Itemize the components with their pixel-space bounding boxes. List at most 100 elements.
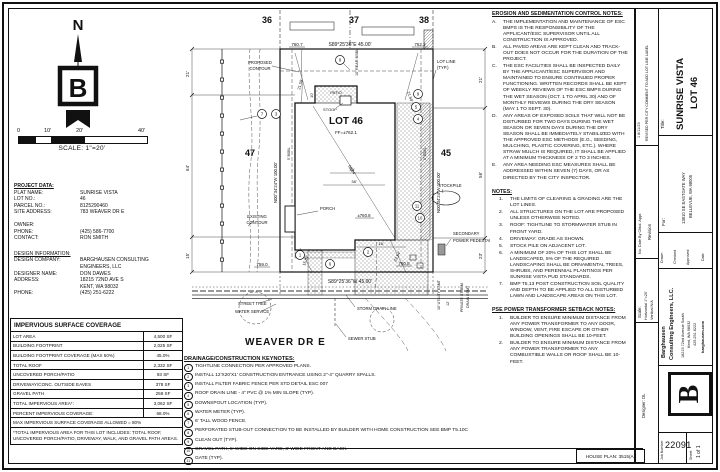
note-item: 6.A MINIMUM OF 20% OF THIS LOT SHALL BE … [499, 251, 628, 281]
dim-21-right: 21' [478, 77, 483, 83]
private-storm-esmt-label: PRIVATE STORM [460, 283, 464, 312]
stoop [339, 95, 352, 106]
titleblock-border [634, 8, 636, 464]
proposed-contour-label: PROPOSED [248, 60, 272, 65]
note-number: 3. [499, 223, 504, 229]
field-value: RON SMITH [80, 235, 109, 242]
keynote-bubble: 8 [184, 428, 193, 438]
front-walk [307, 249, 323, 296]
north-arrow-icon [74, 34, 82, 62]
row-label: GRAVEL PATH [11, 389, 144, 399]
keynotes-title: DRAINAGE/CONSTRUCTION KEYNOTES: [184, 356, 295, 362]
note-text: ANY AREA NEEDING ESC MEASURES SHALL BE A… [503, 163, 616, 181]
keynote-bubble: 5 [184, 400, 193, 410]
street-name: WEAVER DR E [245, 337, 326, 348]
sheet-inner-border [8, 8, 713, 464]
house-footprint [294, 85, 396, 251]
firm-address-2: Kent, WA 98032 [687, 320, 691, 348]
dim-15: 15' [185, 253, 190, 259]
bottom-divider-line [184, 448, 643, 449]
titleblock-divider [634, 145, 658, 146]
keynote-ref-3: 3 [275, 112, 278, 117]
patio-label: PATIO [330, 90, 341, 95]
note-item: C. THE ESC FACILITIES SHALL BE INSPECTED … [492, 64, 628, 113]
lot36-label: 36 [262, 15, 272, 25]
sheet-number: 1 of 1 [696, 445, 702, 458]
note-item: 5.STOCK PILE ON ADJACENT LOT. [499, 244, 628, 250]
dim-23: 23' [478, 253, 483, 259]
project-data-title: PROJECT DATA: [14, 183, 54, 189]
revision-no-date: 1 8/11/23 [637, 122, 641, 138]
field-label: SITE ADDRESS: [14, 209, 52, 216]
drawn-field: Drawn [660, 252, 664, 263]
firm-phone: 425.251.6222 [693, 322, 697, 346]
water-service-label: WATER SERVICE [235, 309, 269, 314]
note-number: 1. [499, 315, 504, 321]
titleblock-divider [658, 268, 713, 269]
row-label: LOT AREA [11, 332, 144, 341]
note-number: 7. [499, 282, 504, 288]
keynote-ref-8: 8 [339, 58, 342, 63]
keynote-text: CLEAN OUT (TYP). [195, 437, 238, 443]
sheet-subtitle: LOT 46 [689, 76, 700, 109]
dim-2159b: 21.59' [406, 91, 414, 103]
note-text: ALL STRUCTURES ON THE LOT ARE PROPOSED U… [510, 210, 625, 222]
revision-entry: REVISED PER CITY COMMENT TO ADD LOT LINE… [645, 44, 649, 141]
note-item: 7.BMP T5.13 POST CONSTRUCTION SOIL QUALI… [499, 282, 628, 300]
house-plan-label: HOUSE PLAN: 3515(A) [585, 453, 636, 459]
keynote-text: TIGHTLINE CONNECTION PER APPROVED PLANS. [195, 363, 311, 369]
notes-column: EROSION AND SEDIMENTATION CONTROL NOTES:… [492, 11, 628, 367]
impervious-footnote: *TOTAL IMPERVIOUS AREA FOR THIS LOT INCL… [13, 429, 179, 441]
keynote-text: INSTALL 12'X20'X1' CONSTRUCTION ENTRANCE… [195, 372, 376, 378]
note-text: A MINIMUM OF 20% OF THIS LOT SHALL BE LA… [510, 250, 624, 281]
note-item: 3.ROOF: TIGHTLINE TO STORMWATER STUB IN … [499, 223, 628, 235]
firm-address-1: 18215 72nd Avenue South [681, 313, 685, 358]
scale-bar-cells [18, 136, 148, 144]
keynote-text: GRAVEL PATH, 5' WIDE ON SIDE YARD, 3' WI… [195, 447, 348, 453]
titleblock-divider [658, 232, 713, 233]
note-letter: C. [492, 64, 497, 70]
for-address-1: 13810 SE EASTGATE WAY [681, 172, 686, 224]
scale-horizontal: Horizontal 1"=20' [644, 291, 648, 320]
lot47-label: 47 [245, 148, 255, 158]
field-label: LOT NO.: [14, 196, 36, 203]
dim-2159a: 21.59' [296, 78, 304, 90]
field-value: 783 WEAVER DR E [80, 209, 125, 216]
field-label: PARCEL NO.: [14, 202, 46, 209]
row-label: TOTAL ROOF [11, 360, 144, 370]
dim-16: 16' [378, 241, 383, 246]
barghausen-logo-letter: B [69, 73, 88, 103]
note-text: THE ESC FACILITIES SHALL BE INSPECTED DA… [503, 64, 627, 112]
field-value: 18215 72ND AVE S [80, 277, 124, 284]
keynote-ref-5: 5 [415, 105, 418, 110]
table-row: BUILDING FOOTPRINT COVERAGE (MAX 50%)45.… [11, 351, 182, 361]
scale-tick-40: 40' [138, 128, 146, 134]
barghausen-logo-square [57, 65, 99, 107]
keynote-ref-2: 2 [367, 250, 370, 255]
dim-30: 30' [349, 167, 354, 172]
elev-ne: 762.2 [414, 42, 426, 47]
dim-10: 10' [309, 93, 314, 98]
table-row: TOTAL IMPERVIOUS AREA*:3,062 SF [11, 399, 182, 409]
stockpile-label: STOCKPILE [438, 183, 462, 188]
note-letter: A. [492, 19, 497, 25]
designer-field: Designer: DL [641, 393, 646, 418]
field-value: ENGINEERS, LLC [80, 263, 122, 270]
design-info-title: DESIGN INFORMATION: [14, 250, 71, 257]
keynote-bubble: 10 [184, 447, 193, 456]
field-label: DESIGN COMPANY: [14, 257, 61, 264]
existing-contour-label2: CONTOUR [246, 220, 267, 225]
porch [284, 205, 296, 233]
stoop-label: STOOP [323, 107, 337, 112]
dim-12: 12' [446, 301, 450, 306]
note-text: BUILDER TO ENSURE MINIMUM DISTANCE FROM … [510, 341, 626, 365]
firm-website: barghausen.com [700, 320, 705, 353]
row-value: 93 SF [156, 372, 170, 378]
keynote-text: PERFORATED STUB-OUT CONNECTION TO BE INS… [195, 428, 469, 434]
note-letter: B. [492, 44, 497, 50]
